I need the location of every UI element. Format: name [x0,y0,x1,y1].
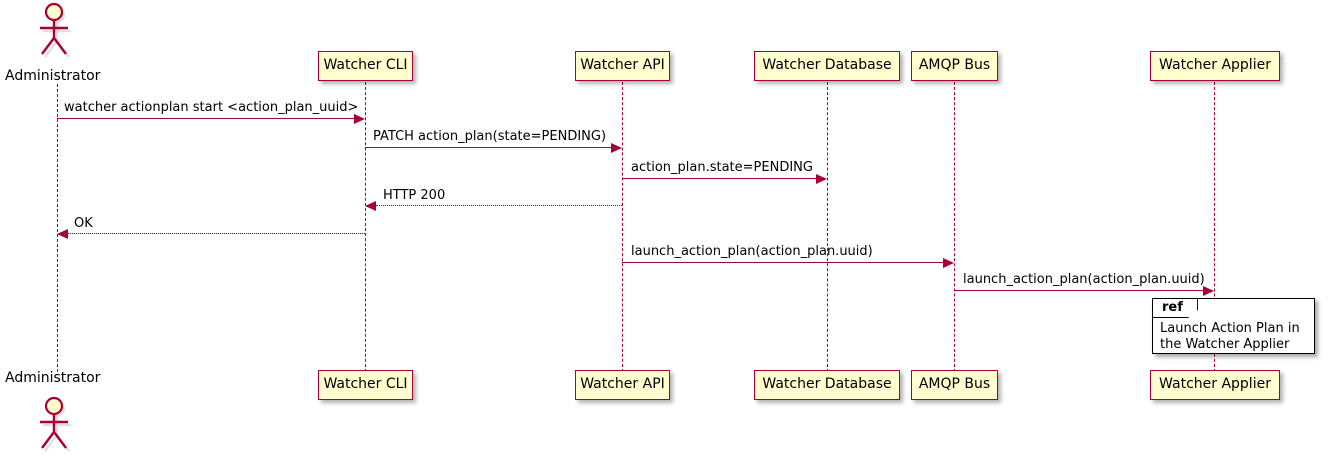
message-label-6: launch_action_plan(action_plan.uuid) [631,244,873,259]
message-arrowhead-5 [57,229,68,239]
ref-fragment: ref Launch Action Plan in the Watcher Ap… [1152,298,1315,354]
actor-label-bottom: Administrator [5,370,101,386]
lifeline-watcher-applier [1214,82,1215,372]
participant-watcher-cli-top: Watcher CLI [318,51,413,81]
ref-fragment-keyword: ref [1153,299,1198,318]
message-arrowhead-1 [354,114,365,124]
participant-watcher-applier-top: Watcher Applier [1150,51,1280,81]
message-line-4 [376,205,622,206]
participant-watcher-api-bottom: Watcher API [575,370,670,400]
message-arrowhead-6 [943,258,954,268]
message-label-7: launch_action_plan(action_plan.uuid) [963,272,1205,287]
message-line-3 [622,178,816,179]
message-arrowhead-7 [1203,286,1214,296]
message-label-2: PATCH action_plan(state=PENDING) [373,129,607,144]
lifeline-administrator [57,84,58,372]
message-line-5 [68,233,365,234]
message-line-1 [57,118,354,119]
message-label-3: action_plan.state=PENDING [631,160,813,175]
lifeline-watcher-cli [365,82,366,372]
ref-fragment-text: Launch Action Plan in the Watcher Applie… [1160,321,1300,352]
actor-label-top: Administrator [5,68,101,84]
message-arrowhead-3 [816,174,827,184]
actor-administrator-top [32,2,82,58]
participant-amqp-bus-top: AMQP Bus [911,51,998,81]
message-label-4: HTTP 200 [383,188,446,203]
lifeline-amqp-bus [954,82,955,372]
participant-watcher-cli-bottom: Watcher CLI [318,370,413,400]
message-line-2 [365,147,611,148]
participant-amqp-bus-bottom: AMQP Bus [911,370,998,400]
participant-watcher-applier-bottom: Watcher Applier [1150,370,1280,400]
participant-watcher-database-top: Watcher Database [754,51,900,81]
message-label-5: OK [74,216,93,231]
lifeline-watcher-api [622,82,623,372]
message-arrowhead-4 [365,201,376,211]
lifeline-watcher-database [827,82,828,372]
message-line-7 [954,290,1203,291]
message-label-1: watcher actionplan start <action_plan_uu… [64,100,359,115]
participant-watcher-api-top: Watcher API [575,51,670,81]
participant-watcher-database-bottom: Watcher Database [754,370,900,400]
message-line-6 [622,262,943,263]
message-arrowhead-2 [611,143,622,153]
actor-administrator-bottom [32,394,82,452]
